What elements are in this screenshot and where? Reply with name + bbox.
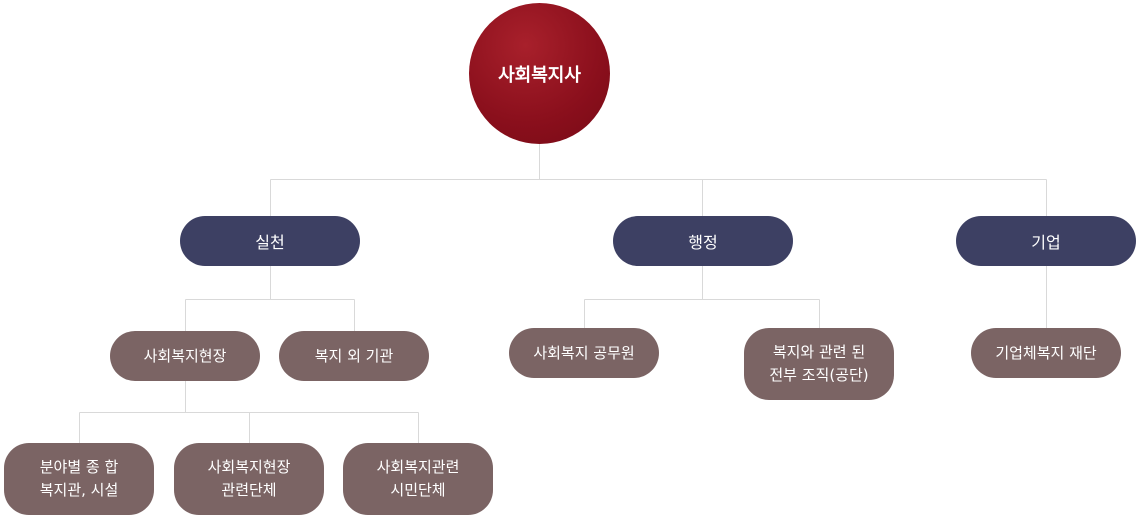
node-related-organizations: 복지와 관련 된 전부 조직(공단) — [744, 328, 894, 400]
node-comprehensive-centers: 분야별 종 합 복지관, 시설 — [4, 443, 154, 515]
node-civic-orgs: 사회복지관련 시민단체 — [343, 443, 493, 515]
category-admin: 행정 — [613, 216, 793, 266]
category-enterprise: 기업 — [956, 216, 1136, 266]
root-node: 사회복지사 — [469, 3, 610, 144]
node-welfare-field: 사회복지현장 — [110, 331, 260, 381]
category-practice: 실천 — [180, 216, 360, 266]
node-public-servant: 사회복지 공무원 — [509, 328, 659, 378]
node-corporate-foundation: 기업체복지 재단 — [971, 328, 1121, 378]
node-field-related-orgs: 사회복지현장 관련단체 — [174, 443, 324, 515]
node-other-agencies: 복지 외 기관 — [279, 331, 429, 381]
